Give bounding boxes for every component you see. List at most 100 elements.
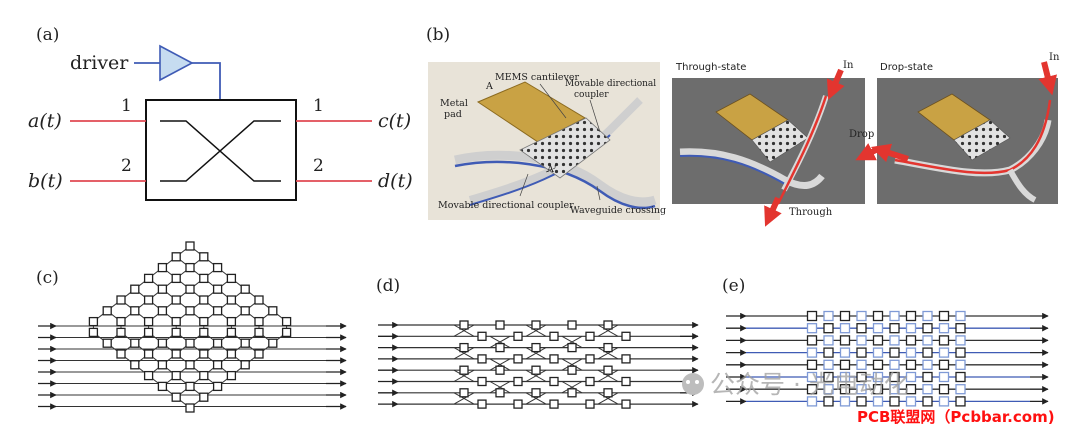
mesh-switch-cell xyxy=(143,327,154,338)
mesh-switch-cell xyxy=(254,327,264,338)
drop-in-label: In xyxy=(1049,52,1060,63)
mesh-switch-cell xyxy=(889,396,900,407)
mesh-switch-cell xyxy=(477,376,487,387)
mesh-switch-cell xyxy=(806,347,818,358)
mesh-switch-cell xyxy=(226,316,237,327)
mesh-switch-cell xyxy=(621,331,631,341)
mesh-switch-cell xyxy=(531,388,541,398)
panel-e-label: (e) xyxy=(722,276,745,296)
mesh-switch-cell xyxy=(955,323,966,334)
watermark: 公众号 · 光电动化 PCB联盟网（Pcbbar.com) xyxy=(682,370,1055,426)
mesh-switch-cell xyxy=(889,384,900,395)
panel-c: (c) xyxy=(36,241,347,413)
mesh-switch-cell xyxy=(226,273,237,284)
panel-b-label: (b) xyxy=(426,25,450,45)
mesh-switch-cell xyxy=(905,384,917,395)
mesh-switch-cell xyxy=(823,359,834,370)
mesh-switch-cell xyxy=(856,335,867,346)
mesh-switch-cell xyxy=(567,342,577,353)
mesh-switch-cell xyxy=(889,323,900,334)
mesh-switch-cell xyxy=(495,365,505,375)
mesh-link xyxy=(597,324,619,337)
mesh-switch-cell xyxy=(171,295,181,305)
mesh-switch-cell xyxy=(157,262,168,273)
mesh-switch-cell xyxy=(171,252,181,262)
mesh-switch-cell xyxy=(839,396,851,407)
mesh-link xyxy=(561,381,583,394)
drop-out-arrow xyxy=(870,143,909,163)
through-drop-label: Drop xyxy=(849,129,874,140)
mesh-switch-cell xyxy=(495,388,505,398)
mesh-switch-cell xyxy=(872,371,884,383)
mesh-switch-cell xyxy=(889,347,900,358)
mesh-switch-cell xyxy=(459,388,469,398)
mesh-switch-cell xyxy=(226,370,237,381)
mesh-link xyxy=(525,347,547,360)
mesh-switch-cell xyxy=(116,349,126,359)
mesh-switch-cell xyxy=(171,273,181,284)
mesh-switch-cell xyxy=(171,327,181,338)
mesh-switch-cell xyxy=(157,381,168,392)
mesh-link xyxy=(597,392,619,405)
mesh-switch-cell xyxy=(955,371,966,383)
mesh-switch-cell xyxy=(905,323,917,334)
through-in-label: In xyxy=(843,60,854,71)
mesh-switch-cell xyxy=(102,306,112,316)
mesh-switch-cell xyxy=(938,323,950,334)
mesh-switch-cell xyxy=(839,371,851,383)
mesh-switch-cell xyxy=(567,320,577,330)
mesh-switch-cell xyxy=(116,295,126,305)
mesh-switch-cell xyxy=(185,360,195,370)
dense-mesh-network xyxy=(726,310,1049,407)
port1-right-label: 1 xyxy=(313,96,324,116)
mesh-switch-cell xyxy=(477,354,487,364)
mesh-switch-cell xyxy=(102,338,112,348)
mesh-switch-cell xyxy=(938,347,950,358)
mesh-switch-cell xyxy=(806,335,818,346)
mesh-switch-cell xyxy=(905,310,917,322)
mesh-switch-cell xyxy=(116,327,126,338)
mesh-switch-cell xyxy=(171,349,181,359)
mesh-switch-cell xyxy=(856,396,867,407)
port1-left-label: 1 xyxy=(121,96,132,116)
mesh-switch-cell xyxy=(157,338,168,348)
mesh-switch-cell xyxy=(922,335,933,346)
mesh-switch-cell xyxy=(185,403,195,413)
mesh-switch-cell xyxy=(199,295,209,305)
mesh-switch-cell xyxy=(806,310,818,322)
mesh-switch-cell xyxy=(88,327,99,338)
mesh-switch-cell xyxy=(889,371,900,383)
mesh-switch-cell xyxy=(955,335,966,346)
mesh-switch-cell xyxy=(872,323,884,334)
signal-c-label: c(t) xyxy=(378,110,411,132)
mesh-switch-cell xyxy=(268,306,278,316)
mesh-switch-cell xyxy=(549,331,559,341)
mesh-switch-cell xyxy=(130,306,140,316)
panel-d: (d) xyxy=(376,276,699,409)
mesh-switch-cell xyxy=(922,347,933,358)
mesh-switch-cell xyxy=(185,338,195,348)
mesh-switch-cell xyxy=(806,384,818,395)
mesh-switch-cell xyxy=(199,273,209,284)
mesh-switch-cell xyxy=(199,252,209,262)
mesh-switch-cell xyxy=(839,347,851,358)
mesh-switch-cell xyxy=(143,370,154,381)
mesh-switch-cell xyxy=(839,359,851,370)
mesh-switch-cell xyxy=(823,310,834,322)
panel-b: (b) MEMS cantilever A Metal pad Movable … xyxy=(426,25,1060,227)
mesh-switch-cell xyxy=(199,392,209,402)
mesh-switch-cell xyxy=(889,359,900,370)
mesh-link xyxy=(453,392,475,405)
mesh-switch-cell xyxy=(495,320,505,330)
mesh-switch-cell xyxy=(856,323,867,334)
drop-state-image xyxy=(877,78,1058,204)
mesh-switch-cell xyxy=(585,354,595,364)
mesh-switch-cell xyxy=(938,335,950,346)
crossbar-paths xyxy=(160,120,281,182)
mesh-switch-cell xyxy=(226,327,237,338)
mesh-switch-cell xyxy=(513,331,523,341)
mesh-switch-cell xyxy=(459,342,469,353)
mesh-switch-cell xyxy=(513,354,523,364)
mesh-switch-cell xyxy=(889,335,900,346)
through-through-label: Through xyxy=(789,207,833,218)
